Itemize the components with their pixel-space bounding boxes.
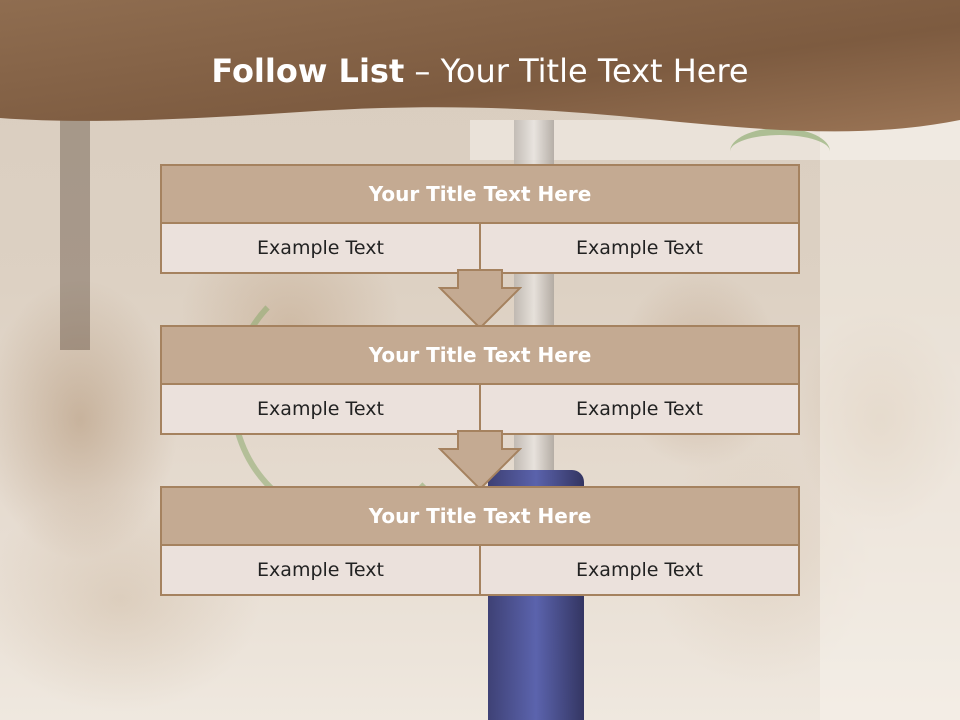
step-cell-right: Example Text [481, 224, 798, 272]
step-title: Your Title Text Here [162, 327, 798, 385]
background-hose-top [730, 128, 830, 175]
list-step-3: Your Title Text Here Example Text Exampl… [160, 486, 800, 596]
step-row: Example Text Example Text [162, 224, 798, 272]
down-arrow-icon [438, 430, 522, 491]
step-title: Your Title Text Here [162, 488, 798, 546]
step-row: Example Text Example Text [162, 385, 798, 433]
background-shadow [60, 120, 90, 350]
slide-title-rest: – Your Title Text Here [404, 52, 749, 90]
background-window-right [820, 120, 960, 720]
header-band [0, 0, 960, 132]
step-cell-left: Example Text [162, 546, 481, 594]
step-cell-left: Example Text [162, 224, 481, 272]
slide-title-bold: Follow List [211, 52, 405, 90]
step-cell-right: Example Text [481, 546, 798, 594]
slide-title: Follow List – Your Title Text Here [0, 52, 960, 90]
step-cell-left: Example Text [162, 385, 481, 433]
step-cell-right: Example Text [481, 385, 798, 433]
step-row: Example Text Example Text [162, 546, 798, 594]
list-step-1: Your Title Text Here Example Text Exampl… [160, 164, 800, 274]
down-arrow-icon [438, 269, 522, 330]
step-title: Your Title Text Here [162, 166, 798, 224]
list-step-2: Your Title Text Here Example Text Exampl… [160, 325, 800, 435]
